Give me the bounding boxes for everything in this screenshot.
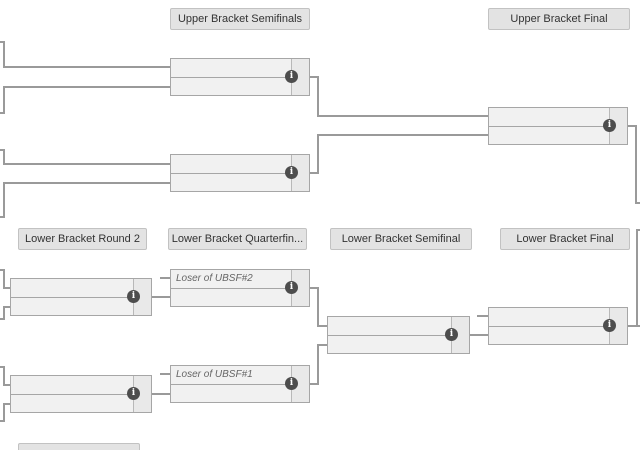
match-info-icon-lbqf-match-2[interactable]: i [285, 377, 298, 390]
bracket-connector-line-h-5 [0, 112, 5, 114]
bracket-connector-line-h-44 [477, 315, 488, 317]
bracket-connector-line-v-25 [3, 306, 5, 320]
match-info-icon-ubsf-match-2[interactable]: i [285, 166, 298, 179]
match-info-icon-lbqf-match-1[interactable]: i [285, 281, 298, 294]
match-info-icon-lb-semifinal[interactable]: i [445, 328, 458, 341]
round-header-lower-bracket-semifinal: Lower Bracket Semifinal [330, 228, 472, 250]
bracket-connector-line-h-2 [3, 66, 170, 68]
team-slot-lbqf-match-2-2 [171, 384, 309, 402]
bracket-connector-line-h-37 [310, 287, 319, 289]
bracket-connector-line-h-8 [3, 163, 170, 165]
team-slot-lb-final-2 [489, 326, 627, 344]
bracket-connector-line-h-6 [0, 149, 5, 151]
bracket-connector-line-h-30 [3, 403, 11, 405]
bracket-connector-line-h-27 [0, 366, 5, 368]
match-info-icon-lbr2-match-1[interactable]: i [127, 290, 140, 303]
bracket-connector-line-h-9 [3, 182, 170, 184]
match-info-icon-lbr2-match-2[interactable]: i [127, 387, 140, 400]
match-info-icon-ub-final[interactable]: i [603, 119, 616, 132]
round-header-lower-bracket-quarterfinals: Lower Bracket Quarterfin... [168, 228, 307, 250]
match-box-ub-final: i [488, 107, 628, 145]
round-header-lower-bracket-final: Lower Bracket Final [500, 228, 630, 250]
bracket-connector-line-h-21 [0, 269, 5, 271]
bracket-connector-line-h-17 [317, 134, 488, 136]
bracket-connector-line-h-42 [317, 344, 328, 346]
bracket-connector-line-h-36 [160, 373, 170, 375]
bracket-connector-line-v-41 [317, 344, 319, 385]
round-header-upper-bracket-final: Upper Bracket Final [488, 8, 630, 30]
bracket-connector-line-h-40 [310, 383, 319, 385]
match-box-ubsf-match-2: i [170, 154, 310, 192]
bracket-connector-line-v-13 [317, 76, 319, 117]
team-slot-ubsf-match-2-2 [171, 173, 309, 191]
bracket-connector-line-v-7 [3, 149, 5, 165]
bracket-connector-line-h-32 [0, 420, 5, 422]
bracket-connector-line-v-38 [317, 287, 319, 327]
team-slot-ub-final-2 [489, 126, 627, 144]
round-header-partial-bottom [18, 443, 140, 450]
bracket-connector-line-h-45 [628, 325, 640, 327]
match-box-lbqf-match-2: Loser of UBSF#1 i [170, 365, 310, 403]
bracket-connector-line-h-34 [152, 393, 170, 395]
bracket-connector-line-h-47 [636, 229, 640, 231]
match-info-icon-lb-final[interactable]: i [603, 319, 616, 332]
team-slot-lbr2-match-1-2 [11, 297, 151, 315]
bracket-connector-line-v-16 [317, 134, 319, 174]
bracket-connector-line-v-10 [3, 182, 5, 218]
bracket-connector-line-v-19 [635, 125, 637, 204]
bracket-connector-line-v-1 [3, 41, 5, 68]
bracket-connector-line-h-24 [3, 306, 11, 308]
bracket-connector-line-h-35 [160, 277, 170, 279]
team-slot-ubsf-match-1-2 [171, 77, 309, 95]
round-header-upper-bracket-semifinals: Upper Bracket Semifinals [170, 8, 310, 30]
team-slot-lb-semifinal-2 [328, 335, 469, 353]
match-box-ubsf-match-1: i [170, 58, 310, 96]
match-box-lb-semifinal: i [327, 316, 470, 354]
bracket-connector-line-h-23 [3, 287, 11, 289]
bracket-connector-line-h-29 [3, 384, 11, 386]
match-box-lbr2-match-1: i [10, 278, 152, 316]
bracket-connector-line-v-4 [3, 86, 5, 114]
match-box-lb-final: i [488, 307, 628, 345]
team-slot-lbr2-match-2-2 [11, 394, 151, 412]
bracket-connector-line-h-26 [0, 318, 5, 320]
bracket-connector-line-v-46 [636, 229, 638, 326]
team-slot-lbqf-match-2-1: Loser of UBSF#1 [176, 369, 253, 380]
bracket-connector-line-h-20 [635, 202, 640, 204]
team-slot-lbqf-match-1-1: Loser of UBSF#2 [176, 273, 253, 284]
match-info-icon-ubsf-match-1[interactable]: i [285, 70, 298, 83]
bracket-connector-line-h-12 [310, 76, 319, 78]
bracket-connector-line-h-11 [0, 216, 5, 218]
bracket-connector-line-v-28 [3, 366, 5, 386]
bracket-connector-line-h-3 [3, 86, 170, 88]
bracket-connector-line-h-18 [628, 125, 637, 127]
round-header-lower-bracket-round-2: Lower Bracket Round 2 [18, 228, 147, 250]
bracket-connector-line-h-0 [0, 41, 5, 43]
bracket-connector-line-h-39 [317, 325, 328, 327]
bracket-connector-line-h-33 [152, 296, 170, 298]
bracket-connector-line-v-31 [3, 403, 5, 422]
match-box-lbr2-match-2: i [10, 375, 152, 413]
team-slot-lbqf-match-1-2 [171, 288, 309, 306]
bracket-connector-line-h-14 [317, 115, 488, 117]
bracket-connector-line-v-22 [3, 269, 5, 289]
bracket-connector-line-h-15 [310, 172, 319, 174]
match-box-lbqf-match-1: Loser of UBSF#2 i [170, 269, 310, 307]
bracket-connector-line-h-43 [470, 334, 488, 336]
